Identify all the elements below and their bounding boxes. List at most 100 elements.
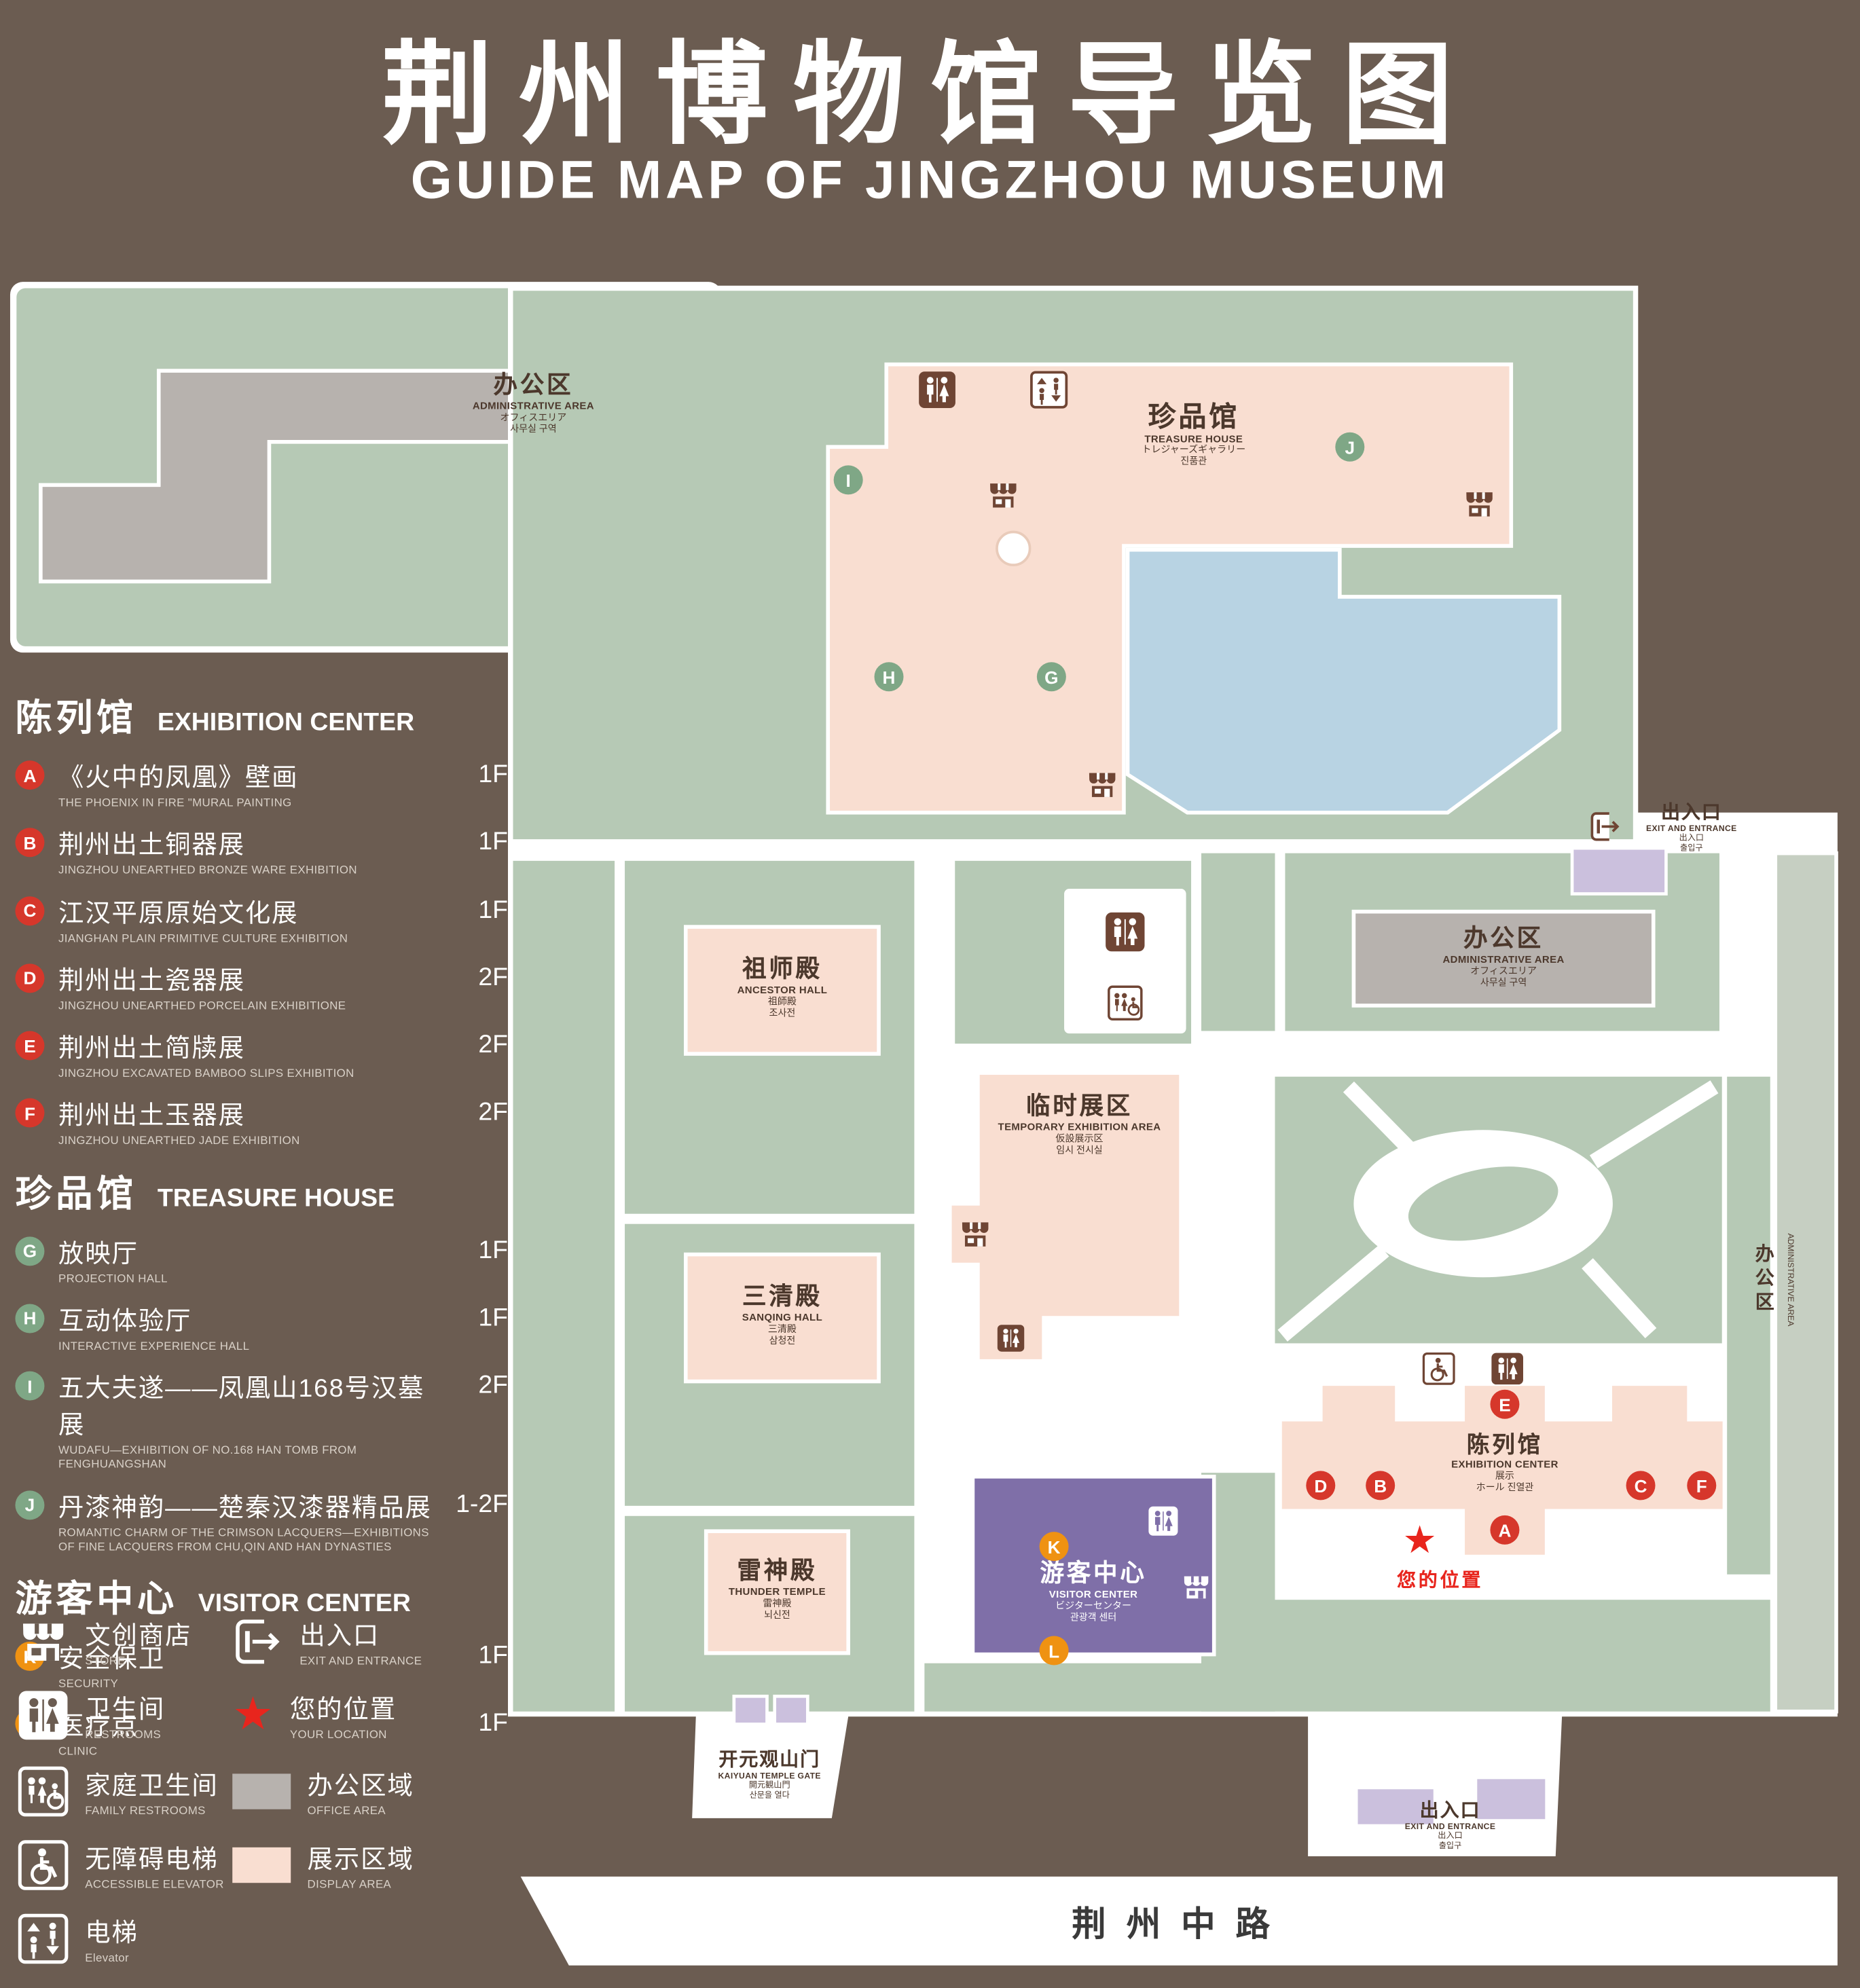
label-south-exit: 出入口 EXIT AND ENTRANCE 出入口 출입구 (1404, 1800, 1496, 1851)
icon-label-zh: 展示区域 (307, 1845, 414, 1875)
plaza-circle (996, 530, 1032, 567)
item-subtitle: PROJECTION HALL (58, 1271, 168, 1285)
item-floor: 1F (478, 896, 508, 924)
legend-icon-family-restrooms: 家庭卫生间 FAMILY RESTROOMS (18, 1765, 218, 1818)
store-icon (1086, 768, 1119, 801)
label-admin-strip: 办公区 ADMINISTRATIVE AREA (1750, 1234, 1860, 1327)
legend-item-F: F 荆州出土玉器展 JINGZHOU UNEARTHED JADE EXHIBI… (15, 1094, 526, 1148)
legend-item-J: J 丹漆神韵——楚秦汉漆器精品展 ROMANTIC CHARM OF THE C… (15, 1486, 526, 1554)
item-title: 互动体验厅 (58, 1307, 192, 1336)
your-location-text: 您的位置 (1396, 1570, 1484, 1592)
section-title-en: TREASURE HOUSE (157, 1183, 395, 1212)
item-subtitle: ROMANTIC CHARM OF THE CRIMSON LACQUERS—E… (58, 1525, 429, 1553)
item-floor: 1F (478, 1709, 508, 1737)
icon-label-zh: 文创商店 (85, 1622, 192, 1651)
legend-panel: 陈列馆 EXHIBITION CENTER A 《火中的凤凰》壁画 THE PH… (15, 673, 526, 1773)
item-floor: 2F (478, 1371, 508, 1399)
exhibition-center-building (1278, 1382, 1727, 1559)
restroom-courtyard (1064, 889, 1186, 1034)
display-area-swatch (232, 1847, 291, 1883)
marker-B: B (15, 828, 45, 858)
icon-label-en: DISPLAY AREA (307, 1877, 392, 1891)
icon-label-en: Elevator (85, 1951, 130, 1964)
item-floor: 1F (478, 1641, 508, 1670)
exit-icon (1588, 810, 1622, 843)
item-title: 放映厅 (58, 1240, 139, 1268)
icon-label-en: YOUR LOCATION (289, 1728, 387, 1741)
garden-paths (1277, 1080, 1719, 1342)
item-floor: 1F (478, 1236, 508, 1264)
icon-label-en: FAMILY RESTROOMS (85, 1804, 206, 1817)
store-icon (959, 1217, 992, 1251)
section-title-zh: 游客中心 (15, 1579, 178, 1621)
section-title-zh: 珍品馆 (15, 1173, 137, 1215)
label-east-exit: 出入口 EXIT AND ENTRANCE 出入口 출입구 (1646, 802, 1737, 853)
item-title: 安全保卫 (58, 1645, 166, 1674)
restroom-icon (918, 371, 956, 409)
map-marker-I: I (833, 465, 863, 495)
temporary-exhibition-building (947, 1071, 1183, 1363)
label-admin-right: 办公区 ADMINISTRATIVE AREA オフィスエリア 사무실 구역 (1442, 925, 1565, 988)
map-marker-A: A (1490, 1515, 1520, 1545)
item-title: 荆州出土玉器展 (58, 1102, 245, 1130)
legend-icon-office-area: 办公区域 OFFICE AREA (232, 1765, 414, 1818)
legend-section-exhibition-center: 陈列馆 EXHIBITION CENTER (15, 688, 526, 742)
item-title: 《火中的凤凰》壁画 (58, 764, 299, 792)
restroom-icon (1491, 1352, 1524, 1386)
store-icon (987, 479, 1020, 512)
item-subtitle: THE PHOENIX IN FIRE "MURAL PAINTING (58, 796, 292, 809)
item-floor: 2F (478, 963, 508, 992)
family-restroom-icon (1108, 985, 1143, 1021)
restroom-icon (997, 1324, 1025, 1352)
legend-icon-your-location: ★ 您的位置 YOUR LOCATION (232, 1689, 397, 1742)
thunder-temple-building (704, 1529, 850, 1655)
section-title-en: EXHIBITION CENTER (157, 708, 415, 737)
item-subtitle: CLINIC (58, 1744, 98, 1758)
office-area-swatch (232, 1773, 291, 1809)
marker-F: F (15, 1099, 45, 1128)
map-marker-E: E (1490, 1389, 1520, 1419)
marker-I: I (15, 1371, 45, 1401)
marker-A: A (15, 760, 45, 790)
item-subtitle: JINGZHOU EXCAVATED BAMBOO SLIPS EXHIBITI… (58, 1066, 354, 1080)
icon-label-zh: 电梯 (85, 1919, 139, 1948)
item-title: 荆州出土瓷器展 (58, 967, 245, 995)
restroom-icon (18, 1690, 69, 1741)
item-subtitle: JIANGHAN PLAIN PRIMITIVE CULTURE EXHIBIT… (58, 931, 348, 944)
item-title: 五大夫遂——凤凰山168号汉墓展 (58, 1375, 425, 1440)
admin-strip-sub: ADMINISTRATIVE AREA (1785, 1233, 1795, 1327)
legend-item-C: C 江汉平原原始文化展 JIANGHAN PLAIN PRIMITIVE CUL… (15, 892, 526, 946)
page-subtitle: GUIDE MAP OF JINGZHOU MUSEUM (410, 149, 1450, 210)
legend-item-A: A 《火中的凤凰》壁画 THE PHOENIX IN FIRE "MURAL P… (15, 757, 526, 811)
admin-building-right (1351, 909, 1656, 1008)
legend-item-G: G 放映厅 PROJECTION HALL 1F (15, 1232, 526, 1286)
legend-item-D: D 荆州出土瓷器展 JINGZHOU UNEARTHED PORCELAIN E… (15, 959, 526, 1013)
legend-section-visitor-center: 游客中心 VISITOR CENTER (15, 1569, 526, 1623)
section-title-en: VISITOR CENTER (198, 1589, 411, 1618)
marker-E: E (15, 1031, 45, 1061)
legend-item-B: B 荆州出土铜器展 JINGZHOU UNEARTHED BRONZE WARE… (15, 824, 526, 878)
admin-strip-building (1773, 851, 1838, 1714)
icon-label-zh: 无障碍电梯 (85, 1845, 219, 1875)
sanqing-hall-building (683, 1252, 881, 1384)
item-title: 丹漆神韵——楚秦汉漆器精品展 (58, 1494, 432, 1522)
icon-label-en: ACCESSIBLE ELEVATOR (85, 1877, 224, 1891)
item-subtitle: JINGZHOU UNEARTHED BRONZE WARE EXHIBITIO… (58, 864, 357, 877)
east-entrance-block (1570, 846, 1668, 896)
store-icon (1463, 487, 1496, 521)
item-title: 荆州出土铜器展 (58, 832, 245, 860)
store-icon (18, 1617, 69, 1668)
map-marker-G: G (1036, 662, 1066, 692)
legend-icon-display-area: 展示区域 DISPLAY AREA (232, 1839, 414, 1892)
legend-item-H: H 互动体验厅 INTERACTIVE EXPERIENCE HALL 1F (15, 1300, 526, 1353)
label-thunder-temple: 雷神殿 THUNDER TEMPLE 雷神殿 뇌신전 (728, 1558, 826, 1620)
item-floor: 1F (478, 828, 508, 856)
road (520, 1876, 1838, 1966)
label-ancestor-hall: 祖师殿 ANCESTOR HALL 祖師殿 조사전 (737, 956, 828, 1018)
item-floor: 1-2F (456, 1490, 508, 1518)
icon-label-zh: 卫生间 (85, 1696, 166, 1725)
item-title: 荆州出土简牍展 (58, 1035, 245, 1063)
admin-strip-zh: 办公区 (1753, 1243, 1774, 1317)
